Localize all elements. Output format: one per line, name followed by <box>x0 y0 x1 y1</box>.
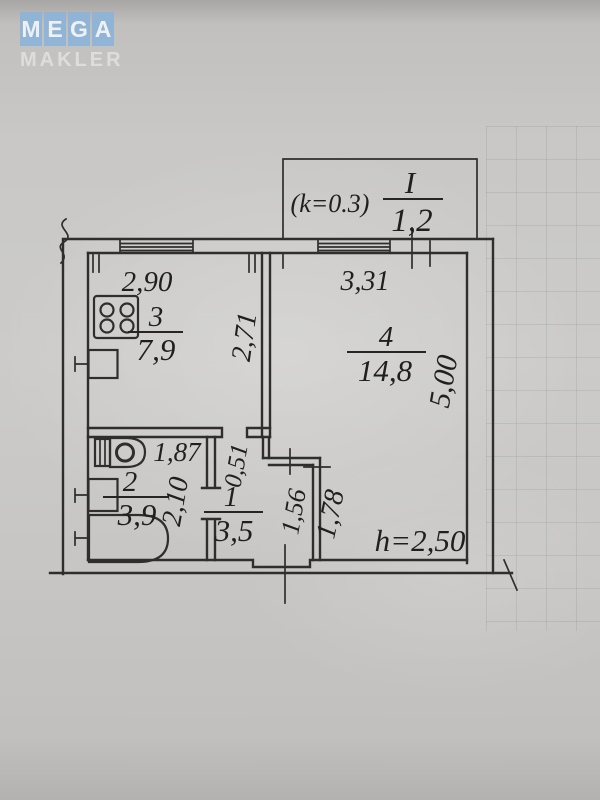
dimension-labels: 2,90 2,71 3,31 5,00 1,87 2,10 0,51 1,56 … <box>122 266 466 558</box>
balcony-label: (k=0.3) I 1,2 <box>291 165 443 239</box>
balcony-area: 1,2 <box>391 203 432 239</box>
bathtub-icon <box>74 513 170 564</box>
dim-kitchen-depth: 2,71 <box>226 310 264 363</box>
room-area: 7,9 <box>137 332 176 367</box>
megamakler-logo: M E G A MAKLER <box>20 12 124 72</box>
dim-living-width: 3,31 <box>340 266 390 297</box>
room-area: 3,9 <box>117 497 157 532</box>
room-number: 3 <box>148 301 164 333</box>
kitchen-label: 3 7,9 <box>128 301 183 367</box>
living-room-label: 4 14,8 <box>347 321 426 388</box>
window-icon <box>119 238 194 254</box>
dim-bath-width: 1,87 <box>153 437 202 467</box>
logo-subtitle: MAKLER <box>20 49 124 71</box>
dim-bath-depth: 2,10 <box>156 475 195 529</box>
bathroom-label: 2 3,9 <box>103 466 169 532</box>
dim-living-depth: 5,00 <box>423 353 465 410</box>
balcony-outline <box>282 158 478 269</box>
dim-hall-wall: 1,56 <box>275 487 311 537</box>
balcony-number: I <box>404 165 417 200</box>
room-number: 2 <box>123 466 138 498</box>
kitchen-sink-icon <box>74 348 119 380</box>
hall-label: 1 3,5 <box>204 481 263 548</box>
logo-letter-tile: A <box>92 12 114 46</box>
background-tile-grid <box>486 126 600 631</box>
balcony-coefficient: (k=0.3) <box>291 189 370 218</box>
room-number: 1 <box>224 481 239 513</box>
logo-letter-tile: E <box>44 12 66 46</box>
dimension-ticks <box>92 254 331 604</box>
room-area: 14,8 <box>358 353 413 388</box>
dim-niche: 0,51 <box>220 442 254 490</box>
balcony-window-icon <box>317 238 391 254</box>
washbasin-icon <box>74 477 119 513</box>
toilet-icon <box>93 436 147 469</box>
stove-icon <box>92 294 140 340</box>
room-number: 4 <box>379 321 394 353</box>
room-area: 3,5 <box>214 513 254 548</box>
wall-break-symbol <box>59 217 69 265</box>
dim-living-lower: 1,78 <box>310 487 351 541</box>
logo-word: M E G A <box>20 12 124 46</box>
logo-letter-tile: M <box>20 12 42 46</box>
logo-letter-tile: G <box>68 12 90 46</box>
dim-kitchen-width: 2,90 <box>122 266 173 298</box>
ceiling-height-note: h=2,50 <box>375 523 466 558</box>
